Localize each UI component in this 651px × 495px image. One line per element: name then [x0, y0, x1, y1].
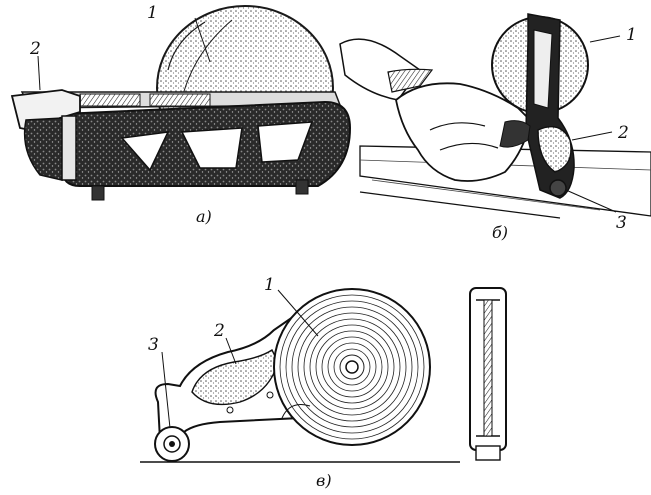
panel-b-label-roller: 3 [616, 213, 627, 233]
panel-b-label-wheel: 1 [626, 25, 637, 45]
panel-c-label-reel: 1 [264, 275, 275, 295]
panel-a-caption: а) [196, 207, 212, 226]
panel-a-label-handle: 2 [29, 39, 41, 59]
panel-c-reel [273, 288, 431, 446]
panel-c-caption: в) [316, 471, 332, 490]
panel-c-label-grip: 2 [213, 321, 225, 341]
panel-c-label-roller: 3 [148, 335, 159, 355]
panel-b-drawing: 1 2 3 б) [339, 13, 651, 242]
panel-c-side-view [469, 287, 507, 461]
panel-a-label-wheel: 1 [147, 3, 158, 23]
panel-c-drawing: 1 2 3 в) [140, 275, 507, 490]
panel-b-hand [395, 82, 531, 182]
panel-b-label-body: 2 [617, 123, 629, 143]
panel-b-caption: б) [492, 223, 508, 242]
panel-a-drawing: 1 2 а) [10, 3, 352, 226]
